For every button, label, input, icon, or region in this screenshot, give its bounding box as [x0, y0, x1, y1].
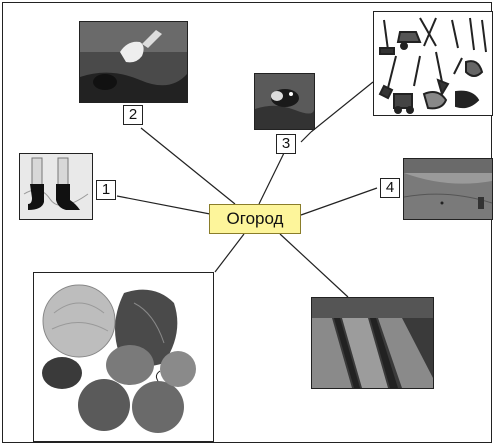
number-label-2: 2	[123, 105, 143, 125]
line-to-tools-2	[301, 132, 311, 142]
field-icon	[404, 159, 492, 219]
vegetables-image	[33, 272, 214, 442]
mole-icon	[255, 74, 314, 129]
garden-boots-icon	[20, 154, 92, 219]
line-to-boots	[117, 196, 210, 214]
planting-image	[79, 21, 188, 103]
garden-beds-image	[311, 297, 434, 389]
tools-image	[373, 11, 493, 116]
number-label-3: 3	[276, 134, 296, 154]
garden-tools-icon	[374, 12, 492, 115]
line-to-tools	[311, 82, 373, 132]
line-to-field	[301, 188, 377, 215]
mole-image	[254, 73, 315, 130]
line-to-mole	[259, 153, 284, 204]
number-label-4: 4	[380, 178, 400, 198]
field-image	[403, 158, 493, 220]
center-label-garden: Огород	[209, 204, 301, 234]
line-to-vegetables	[215, 234, 244, 272]
line-to-beds	[280, 234, 348, 297]
garden-beds-icon	[312, 298, 433, 388]
planting-hand-icon	[80, 22, 187, 102]
boots-image	[19, 153, 93, 220]
line-to-planting	[141, 128, 235, 204]
vegetables-icon	[34, 273, 213, 441]
number-label-1: 1	[96, 180, 116, 200]
